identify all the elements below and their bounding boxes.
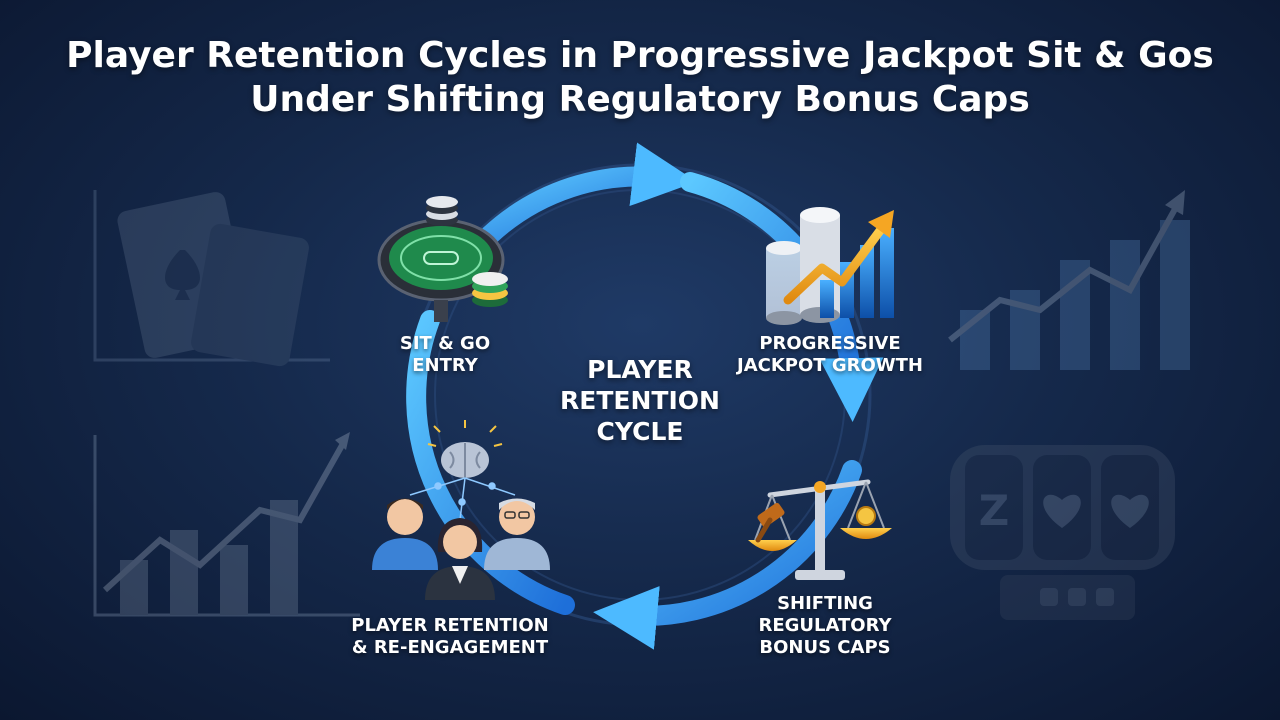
stage-label-regulatory-caps: SHIFTING REGULATORY BONUS CAPS	[740, 593, 910, 659]
players-network-icon	[372, 420, 550, 600]
center-line-1: PLAYER	[587, 355, 693, 384]
center-line-3: CYCLE	[596, 417, 684, 446]
poker-table-icon	[377, 196, 508, 322]
stage-label-line: REGULATORY	[758, 615, 892, 636]
scales-gavel-icon	[748, 479, 892, 580]
stage-label-line: BONUS CAPS	[759, 637, 891, 658]
stage-label-line: SHIFTING	[777, 593, 873, 614]
cycle-arrow-top	[480, 142, 697, 245]
brain-icon	[427, 420, 503, 478]
stage-label-line: JACKPOT GROWTH	[737, 355, 923, 376]
cycle-arrow-left	[406, 310, 575, 615]
background-growth-chart-left	[93, 432, 360, 617]
stage-label-jackpot-growth: PROGRESSIVE JACKPOT GROWTH	[720, 333, 940, 377]
gavel-icon	[755, 502, 785, 543]
title-line-1: Player Retention Cycles in Progressive J…	[66, 35, 1214, 76]
player-avatar-right-icon	[484, 498, 550, 570]
stage-label-line: ENTRY	[412, 355, 478, 376]
title-line-2: Under Shifting Regulatory Bonus Caps	[250, 79, 1030, 120]
page-title: Player Retention Cycles in Progressive J…	[0, 34, 1280, 122]
stage-label-sit-go-entry: SIT & GO ENTRY	[360, 333, 530, 377]
green-chip-stack-icon	[472, 272, 508, 307]
background-slot-machine-icon: Z	[950, 445, 1175, 620]
stage-label-player-retention: PLAYER RETENTION & RE-ENGAGEMENT	[330, 615, 570, 659]
background-card-icon	[93, 190, 330, 367]
player-avatar-center-icon	[425, 518, 495, 600]
stage-label-line: PROGRESSIVE	[759, 333, 901, 354]
stage-label-line: PLAYER RETENTION	[351, 615, 549, 636]
stage-label-line: & RE-ENGAGEMENT	[351, 637, 549, 658]
svg-text:Z: Z	[979, 486, 1009, 535]
player-avatar-left-icon	[372, 498, 438, 570]
cycle-arrow-bottom	[593, 460, 862, 650]
cycle-center-label: PLAYER RETENTION CYCLE	[540, 354, 740, 447]
background-growth-chart-right	[948, 190, 1190, 370]
stage-label-line: SIT & GO	[399, 333, 491, 354]
chip-stack-icon	[426, 196, 458, 226]
rising-chips-chart-icon	[766, 207, 894, 325]
center-line-2: RETENTION	[560, 386, 720, 415]
network-lines	[409, 477, 516, 521]
